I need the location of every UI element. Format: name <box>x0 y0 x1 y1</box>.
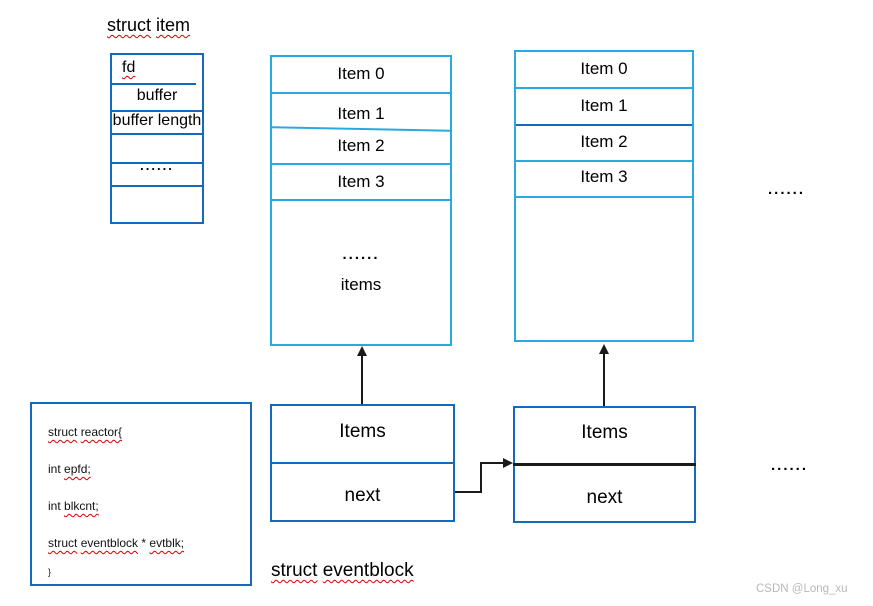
divider-line <box>112 110 202 112</box>
struct-item-row-dots: ...... <box>140 158 174 173</box>
items-array-1: Item 0 Item 1 Item 2 Item 3 ...... items <box>270 55 452 346</box>
struct-eventblock-label: struct eventblock <box>271 560 414 582</box>
code-token: * <box>141 536 147 550</box>
divider-line <box>112 83 196 85</box>
struct-item-row-buffer: buffer <box>136 87 178 104</box>
struct-item-row-buffer-length: buffer length <box>112 112 202 129</box>
struct-item-box: fd buffer buffer length ...... <box>110 53 204 224</box>
array1-items-label: items <box>340 275 382 294</box>
divider-line <box>516 87 692 89</box>
node2-next-label: next <box>586 487 623 508</box>
node1-items-label: Items <box>339 421 386 442</box>
code-token: } <box>48 567 52 577</box>
array1-item-2: Item 2 <box>337 136 385 155</box>
arrow-node1-to-array1-head-icon <box>357 346 367 356</box>
divider-line <box>516 160 692 162</box>
struct-reactor-box: struct reactor{ int epfd; int blkcnt; st… <box>30 402 252 586</box>
struct-item-row-fd: fd <box>122 59 136 76</box>
next-connector-segment <box>480 462 504 464</box>
reactor-code-line-2: int epfd; <box>48 462 91 476</box>
struct-item-title-word-item: item <box>156 15 191 35</box>
code-token: int <box>48 499 61 513</box>
ellipsis-bottom-right: ...... <box>771 457 809 474</box>
eventblock-node-1: Items next <box>270 404 455 522</box>
code-token: reactor{ <box>80 425 123 439</box>
next-connector-segment <box>455 491 482 493</box>
watermark-text: CSDN @Long_xu <box>756 583 848 595</box>
divider-line <box>112 162 202 164</box>
divider-line <box>112 185 202 187</box>
struct-item-title: struct item <box>107 15 190 36</box>
reactor-code-line-4: struct eventblock * evtblk; <box>48 536 184 550</box>
eventblock-label-word-eventblock: eventblock <box>322 560 414 581</box>
array2-item-3: Item 3 <box>580 167 628 186</box>
array1-item-0: Item 0 <box>337 64 385 83</box>
array2-item-1: Item 1 <box>580 96 628 115</box>
divider-line <box>272 92 450 94</box>
ellipsis-top-right: ...... <box>768 181 806 198</box>
node2-items-label: Items <box>581 422 628 443</box>
divider-line <box>272 199 450 201</box>
divider-line <box>112 133 202 135</box>
divider-line <box>272 462 453 464</box>
arrow-node2-to-array2-line <box>603 352 605 406</box>
array2-item-0: Item 0 <box>580 59 628 78</box>
items-array-2: Item 0 Item 1 Item 2 Item 3 <box>514 50 694 342</box>
code-token: epfd; <box>64 462 91 476</box>
struct-item-title-word-struct: struct <box>107 15 152 35</box>
reactor-code-line-3: int blkcnt; <box>48 499 99 513</box>
code-token: eventblock <box>80 536 139 550</box>
reactor-code-line-5: } <box>48 567 51 577</box>
code-token: int <box>48 462 61 476</box>
code-token: evtblk; <box>149 536 185 550</box>
reactor-code-line-1: struct reactor{ <box>48 425 122 439</box>
code-token: blkcnt; <box>64 499 99 513</box>
code-token: struct <box>48 425 78 439</box>
eventblock-label-word-struct: struct <box>271 560 318 581</box>
divider-line <box>516 196 692 198</box>
eventblock-node-2: Items next <box>513 406 696 523</box>
arrow-node2-to-array2-head-icon <box>599 344 609 354</box>
divider-line-slanted <box>271 126 451 132</box>
node1-next-label: next <box>344 485 381 506</box>
array1-item-1: Item 1 <box>337 104 385 123</box>
next-connector-arrowhead-icon <box>503 458 513 468</box>
divider-line <box>272 163 450 165</box>
code-token: struct <box>48 536 78 550</box>
divider-line-dark <box>516 124 692 126</box>
arrow-node1-to-array1-line <box>361 354 363 404</box>
next-connector-segment <box>480 463 482 493</box>
array2-item-2: Item 2 <box>580 132 628 151</box>
array1-dots: ...... <box>342 246 380 263</box>
divider-line-black <box>513 463 696 466</box>
array1-item-3: Item 3 <box>337 172 385 191</box>
